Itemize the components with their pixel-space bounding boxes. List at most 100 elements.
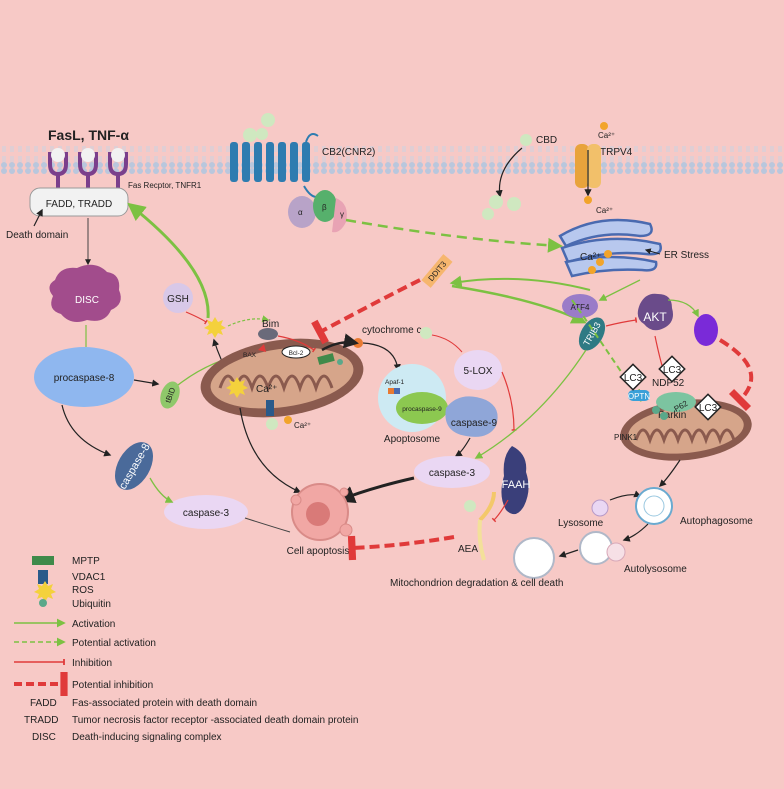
caspase8-shape: caspase-8	[115, 442, 153, 491]
ca-below-label: Ca²⁺	[294, 421, 311, 430]
lc3-a: LC3	[619, 363, 647, 391]
bim-label: Bim	[262, 319, 279, 330]
mitochondrion-left	[200, 338, 364, 418]
abbr-tradd-full: Tumor necrosis factor receptor -associat…	[72, 715, 358, 726]
lysosome-shape	[591, 499, 609, 517]
mito-degradation-label: Mitochondrion degradation & cell death	[390, 578, 563, 589]
vdac1-icon	[38, 570, 48, 584]
ddit3-shape	[421, 254, 453, 288]
aea-label: AEA	[458, 544, 478, 555]
trib3-shape: TRIB3	[578, 317, 606, 351]
purple-protein-shape	[694, 314, 718, 346]
bax-label: BAX	[243, 352, 257, 359]
trpv4-right	[587, 144, 601, 188]
atf4-shape	[562, 294, 598, 318]
gsh-label: GSH	[167, 294, 189, 305]
cb2-label: CB2(CNR2)	[322, 147, 375, 158]
bcl2-label: Bcl-2	[289, 350, 304, 357]
ca-top-label: Ca²⁺	[598, 131, 615, 140]
death-domain-label: Death domain	[6, 230, 68, 241]
caspase3-mid-label: caspase-3	[429, 468, 476, 479]
bim-shape	[258, 328, 278, 340]
akt-label: AKT	[643, 310, 667, 324]
er-stress-label: ER Stress	[664, 250, 709, 261]
g-alpha: α	[298, 208, 303, 217]
legend-ubiquitin: Ubiquitin	[72, 599, 111, 610]
lysosome-label: Lysosome	[558, 518, 604, 529]
abbr-fadd: FADD	[30, 698, 57, 709]
cytochrome-c-label: cytochrome c	[362, 325, 421, 336]
legend-inhibition: Inhibition	[72, 658, 112, 669]
faah-label: FAAH	[502, 479, 531, 491]
ros-legend-icon	[34, 581, 56, 602]
atf4-label: ATF4	[571, 303, 591, 312]
disc-label: DISC	[75, 295, 99, 306]
faah-shape	[501, 446, 529, 515]
er-ca-label: Ca²⁺	[580, 252, 601, 263]
caspase3-mid-shape	[414, 456, 490, 488]
ros-icon	[204, 317, 226, 338]
cell-membrane	[0, 146, 784, 174]
pink1-label: PINK1	[614, 433, 638, 442]
g-gamma: γ	[340, 210, 344, 219]
svg-text:LC3: LC3	[699, 403, 718, 414]
ndp52-label: NDP52	[652, 378, 685, 389]
fadd-tradd-box	[29, 187, 129, 217]
legend: MPTP VDAC1 ROS Ubiquitin Activation Pote…	[14, 556, 358, 743]
cell-apoptosis-shape	[290, 483, 353, 541]
degraded-vesicle-shape	[513, 537, 555, 579]
autolysosome-shape	[579, 531, 613, 565]
vdac1-on-mito	[266, 400, 274, 416]
autophagosome-label: Autophagosome	[680, 516, 753, 527]
mitochondrion-right	[620, 399, 752, 461]
parkin-label: Parkin	[658, 410, 686, 421]
akt-shape	[637, 293, 673, 331]
svg-text:LC3: LC3	[624, 373, 643, 384]
trpv4-label: TRPV4	[600, 147, 633, 158]
abbr-disc-full: Death-inducing signaling complex	[72, 732, 222, 743]
caspase3-left-shape	[164, 495, 248, 529]
fadd-tradd-label: FADD, TRADD	[46, 199, 113, 210]
procaspase8-label: procaspase-8	[54, 373, 115, 384]
lox5-label: 5-LOX	[464, 366, 493, 377]
legend-potential-inhibition: Potential inhibition	[72, 680, 153, 691]
lc3-c: LC3	[694, 393, 722, 421]
ca-mito-label: Ca²⁺	[256, 384, 277, 395]
trpv4-left	[575, 144, 589, 188]
lox5-shape	[454, 350, 502, 390]
caspase9-label: caspase-9	[451, 418, 498, 429]
abbr-fadd-full: Fas-associated protein with death domain	[72, 698, 257, 709]
cell-apoptosis-label: Cell apoptosis	[287, 546, 350, 557]
caspase9-shape	[445, 396, 498, 437]
mptp-icon	[32, 556, 54, 565]
gsh-shape	[163, 283, 193, 313]
autophagosome-shape	[635, 487, 673, 525]
cbd-label: CBD	[536, 135, 557, 146]
abbr-disc: DISC	[32, 732, 56, 743]
procaspase8-shape	[34, 347, 134, 407]
optn-shape	[628, 390, 650, 401]
receptor-label: Fas Recptor, TNFR1	[128, 181, 202, 190]
svg-text:LC3: LC3	[663, 365, 682, 376]
legend-ros: ROS	[72, 585, 94, 596]
disc-shape	[49, 264, 121, 322]
legend-activation: Activation	[72, 619, 115, 630]
lc3-b: LC3	[658, 355, 686, 383]
apaf1-label: Apaf-1	[385, 379, 405, 386]
tbid-shape: tBID	[160, 381, 180, 409]
procaspase9-label: procaspase-9	[402, 406, 442, 413]
fasl-label: FasL, TNF-α	[48, 127, 129, 143]
abbr-tradd: TRADD	[24, 715, 58, 726]
er-shape	[558, 218, 662, 278]
legend-potential-activation: Potential activation	[72, 638, 156, 649]
caspase3-left-label: caspase-3	[183, 508, 230, 519]
ca-channel-label: Ca²⁺	[596, 206, 613, 215]
legend-vdac1: VDAC1	[72, 572, 106, 583]
bcl2-shape	[281, 345, 311, 359]
optn-label: OPTN	[628, 392, 650, 401]
ubiquitin-icon	[39, 599, 47, 607]
g-beta: β	[322, 203, 327, 212]
fas-receptors: FasL, TNF-α Fas Recptor, TNFR1	[48, 127, 202, 190]
